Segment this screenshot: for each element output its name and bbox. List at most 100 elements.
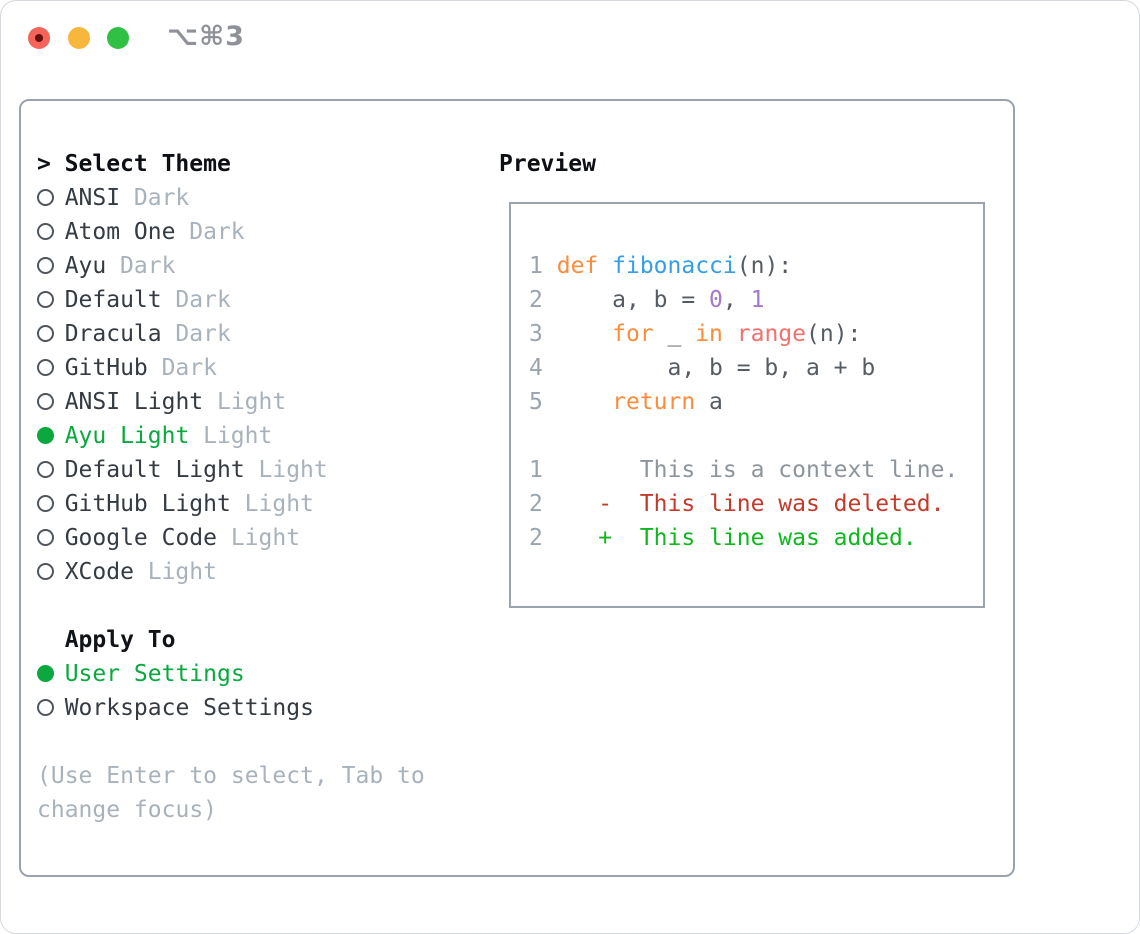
token: (n):	[736, 253, 793, 279]
radio-icon	[37, 385, 65, 419]
theme-option-default-dark[interactable]: Default Dark	[37, 283, 425, 317]
theme-name: Atom One	[64, 219, 176, 245]
token: This is a context line.	[639, 457, 959, 483]
radio-icon	[37, 215, 65, 249]
token: ,	[722, 287, 751, 313]
blank-line	[529, 419, 983, 453]
close-button[interactable]	[28, 27, 50, 49]
radio-icon	[37, 249, 65, 283]
token	[543, 491, 598, 517]
apply-option-label: Workspace Settings	[64, 695, 314, 721]
theme-name: Ayu Light	[64, 423, 190, 449]
theme-name: Default Light	[64, 457, 245, 483]
radio-icon	[37, 453, 65, 487]
theme-name: GitHub Light	[64, 491, 231, 517]
token: def	[556, 253, 599, 279]
diff-added-line: 2 + This line was added.	[529, 521, 983, 555]
theme-option-default-light[interactable]: Default Light Light	[37, 453, 425, 487]
theme-variant: Light	[258, 457, 328, 483]
apply-to-label: Apply To	[64, 627, 176, 653]
token: 1	[750, 287, 765, 313]
radio-icon	[37, 351, 65, 385]
spacer	[37, 589, 425, 623]
code-line-5: 5 return a	[529, 385, 983, 419]
code-line-3: 3 for _ in range(n):	[529, 317, 983, 351]
radio-selected-icon	[37, 657, 65, 691]
token: (n):	[806, 321, 862, 347]
theme-name: Dracula	[64, 321, 162, 347]
apply-option-user-settings[interactable]: User Settings	[37, 657, 425, 691]
line-number: 2	[529, 525, 543, 551]
theme-option-dracula-dark[interactable]: Dracula Dark	[37, 317, 425, 351]
theme-variant: Dark	[120, 253, 176, 279]
radio-icon	[37, 555, 65, 589]
token: a, b =	[542, 287, 710, 313]
line-number: 2	[529, 287, 543, 313]
token: return	[612, 389, 696, 415]
theme-name: GitHub	[64, 355, 148, 381]
preview-pane: 1 def fibonacci(n): 2 a, b = 0, 1 3 for …	[509, 202, 985, 608]
minimize-button[interactable]	[68, 27, 90, 49]
theme-variant: Dark	[189, 219, 245, 245]
token: a	[695, 389, 723, 415]
radio-icon	[37, 691, 65, 725]
code-line-1: 1 def fibonacci(n):	[529, 249, 983, 283]
token	[543, 253, 557, 279]
theme-name: Default	[64, 287, 162, 313]
token: range	[736, 321, 807, 347]
code-line-2: 2 a, b = 0, 1	[529, 283, 983, 317]
theme-option-github-light[interactable]: GitHub Light Light	[37, 487, 425, 521]
line-number: 2	[529, 491, 543, 517]
apply-to-header: Apply To	[37, 623, 425, 657]
theme-variant: Light	[244, 491, 314, 517]
token	[543, 389, 612, 415]
close-dot-icon	[35, 34, 43, 42]
theme-variant: Light	[147, 559, 217, 585]
radio-icon	[37, 487, 65, 521]
token: for	[612, 321, 654, 347]
line-number: 1	[529, 253, 543, 279]
line-number: 1	[529, 457, 543, 483]
token	[543, 321, 612, 347]
theme-option-atom-one-dark[interactable]: Atom One Dark	[37, 215, 425, 249]
line-number: 3	[529, 321, 543, 347]
theme-name: XCode	[64, 559, 134, 585]
zoom-button[interactable]	[107, 27, 129, 49]
theme-variant: Dark	[175, 321, 231, 347]
token	[543, 525, 598, 551]
preview-header: Preview	[499, 151, 596, 177]
radio-icon	[37, 317, 65, 351]
theme-option-xcode-light[interactable]: XCode Light	[37, 555, 425, 589]
radio-icon	[37, 283, 65, 317]
token	[543, 457, 640, 483]
code-line-4: 4 a, b = b, a + b	[529, 351, 983, 385]
select-theme-label: Select Theme	[64, 151, 231, 177]
token: fibonacci	[612, 253, 737, 279]
token	[723, 321, 737, 347]
theme-name: Ayu	[64, 253, 107, 279]
token: _	[653, 321, 696, 347]
token: in	[695, 321, 723, 347]
token: a, b = b, a + b	[542, 355, 876, 381]
theme-name: ANSI Light	[64, 389, 204, 415]
theme-variant: Dark	[175, 287, 231, 313]
help-text-line2: change focus)	[37, 797, 218, 823]
apply-option-workspace-settings[interactable]: Workspace Settings	[37, 691, 425, 725]
window-title: ⌥⌘3	[167, 21, 245, 52]
spacer	[37, 725, 425, 759]
token: 0	[709, 287, 723, 313]
token: + This line was added.	[598, 525, 917, 551]
diff-context-line: 1 This is a context line.	[529, 453, 983, 487]
prompt-caret-icon: >	[37, 151, 51, 177]
theme-option-ayu-dark[interactable]: Ayu Dark	[37, 249, 425, 283]
radio-icon	[37, 521, 65, 555]
select-theme-header: > Select Theme	[37, 147, 425, 181]
theme-variant: Light	[230, 525, 301, 551]
